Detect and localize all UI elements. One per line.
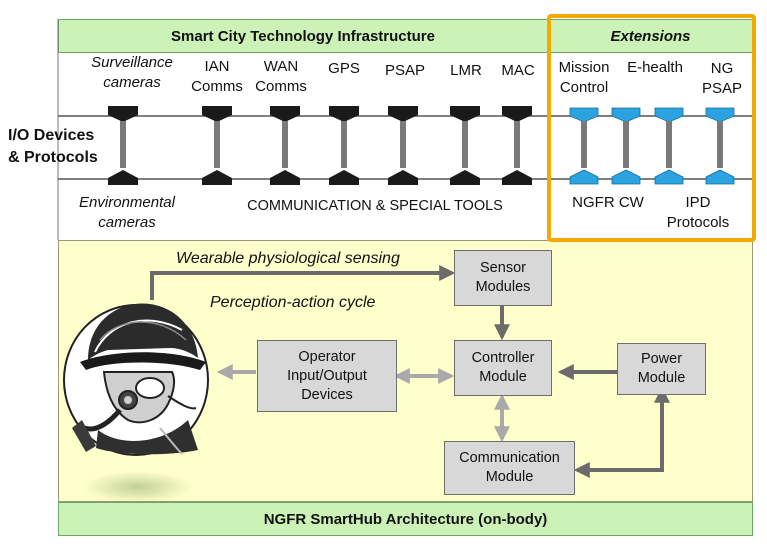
- black-connectors: [108, 106, 532, 185]
- connector-mission: [569, 107, 599, 185]
- lmr-label: LMR: [450, 62, 482, 79]
- connector-ngfr: [654, 107, 684, 185]
- architecture-title-banner: NGFR SmartHub Architecture (on-body): [58, 502, 753, 536]
- connector-gps: [329, 106, 359, 185]
- ground-shadow: [83, 471, 193, 503]
- connector-ngpsap: [705, 107, 735, 185]
- architecture-title: NGFR SmartHub Architecture (on-body): [263, 510, 548, 528]
- wearable-sensing-arrow: [150, 265, 456, 300]
- connector-surveillance: [108, 106, 138, 185]
- ng-psap-label: NG PSAP: [701, 60, 743, 97]
- ipd-protocols-label: IPD Protocols: [666, 194, 730, 231]
- connector-ehealth: [611, 107, 641, 185]
- firefighter-icon: [63, 303, 209, 456]
- ehealth-label: E-health: [627, 59, 683, 76]
- communication-power-arrow: [573, 386, 670, 478]
- ngfr-cw-label: NGFR CW: [572, 194, 644, 211]
- extensions-highlight-frame: [547, 14, 756, 242]
- mac-label: MAC: [501, 62, 535, 79]
- extensions-title: Extensions: [610, 27, 691, 45]
- connector-lmr: [450, 106, 480, 185]
- infrastructure-title: Smart City Technology Infrastructure: [171, 27, 435, 45]
- surveillance-cameras-label: Surveillance cameras: [91, 54, 173, 91]
- io-devices-protocols-label: I/O Devices & Protocols: [8, 127, 98, 166]
- power-module-box: Power Module: [617, 343, 706, 395]
- controller-module-box: Controller Module: [454, 340, 552, 396]
- infrastructure-title-banner: Smart City Technology Infrastructure: [58, 19, 548, 53]
- connector-wan: [270, 106, 300, 185]
- psap-label: PSAP: [384, 62, 426, 79]
- connector-psap: [388, 106, 418, 185]
- wan-comms-label: WAN Comms: [255, 58, 307, 95]
- perception-action-cycle-label: Perception-action cycle: [210, 294, 376, 311]
- operator-io-devices-box: Operator Input/Output Devices: [257, 340, 397, 412]
- connector-ian: [202, 106, 232, 185]
- ian-comms-label: IAN Comms: [191, 58, 243, 95]
- blue-connectors: [569, 107, 735, 185]
- communication-module-box: Communication Module: [444, 441, 575, 495]
- mission-control-label: Mission Control: [558, 59, 610, 96]
- connector-mac: [502, 106, 532, 185]
- environmental-cameras-label: Environmental cameras: [79, 194, 175, 231]
- gps-label: GPS: [328, 60, 360, 77]
- sensor-modules-box: Sensor Modules: [454, 250, 552, 306]
- wearable-sensing-label: Wearable physiological sensing: [176, 250, 400, 267]
- communication-special-tools-label: COMMUNICATION & SPECIAL TOOLS: [247, 198, 503, 214]
